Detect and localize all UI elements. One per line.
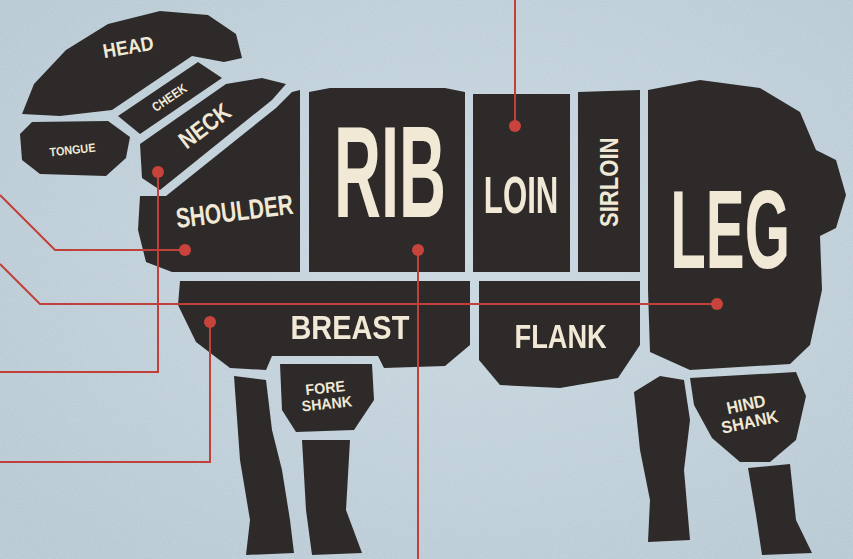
cut-label: SIRLOIN (595, 137, 624, 227)
cut-shape (20, 121, 130, 176)
leader-line (0, 195, 185, 250)
leader-line (417, 250, 419, 559)
leg-cut: LEG (648, 80, 846, 370)
leader-dot (152, 166, 164, 178)
cut-shape (648, 80, 846, 370)
hind-shank-cut: HIND SHANK (690, 372, 806, 462)
leader-dot (412, 244, 424, 256)
cut-label: FLANK (514, 318, 606, 355)
leader-line (0, 172, 158, 372)
hind-leg (748, 464, 812, 555)
cut-shape (138, 90, 300, 272)
fore-shank-cut: FORE SHANK (280, 364, 374, 432)
cut-shape (479, 281, 640, 388)
cut-label: BREAST (290, 309, 409, 346)
cut-shape (178, 281, 470, 370)
loin-cut: LOIN (473, 94, 570, 272)
cut-shape (309, 88, 465, 272)
sirloin-cut: SIRLOIN (578, 90, 640, 272)
flank-cut: FLANK (479, 281, 640, 388)
cut-shape (578, 90, 640, 272)
leader-line (0, 322, 210, 462)
leader-dot (509, 120, 521, 132)
cut-label: LEG (670, 174, 790, 286)
cut-shape (690, 372, 806, 462)
breast-cut: BREAST (178, 281, 470, 370)
rib-cut: RIB (309, 88, 465, 272)
leader-dot (204, 316, 216, 328)
leader-dot (711, 298, 723, 310)
leader-line (514, 0, 516, 126)
leader-line (0, 264, 717, 304)
cut-label: LOIN (484, 169, 559, 221)
cut-shape (280, 364, 374, 432)
cut-shape (473, 94, 570, 272)
cut-label: RIB (334, 107, 446, 237)
leader-dot (179, 244, 191, 256)
front-leg (302, 440, 362, 555)
hind-leg (634, 376, 690, 542)
cut-label: FORE SHANK (294, 377, 358, 415)
tongue-cut: TONGUE (20, 121, 130, 176)
